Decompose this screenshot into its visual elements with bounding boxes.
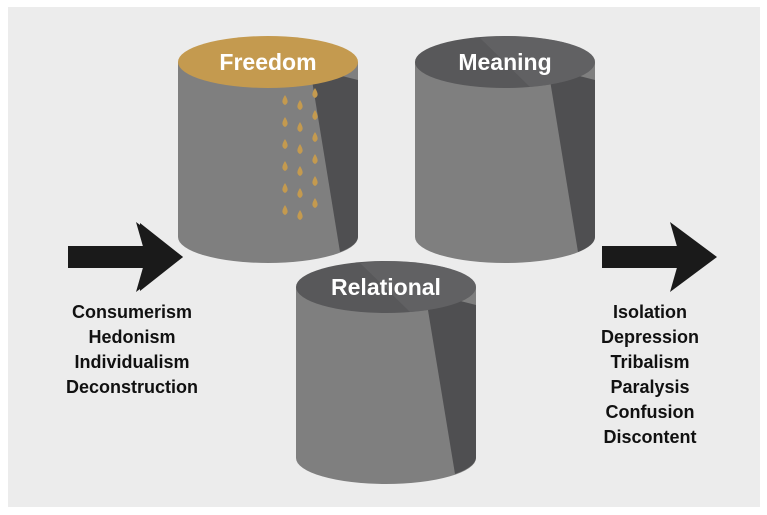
cause-item: Hedonism [88, 327, 176, 347]
cause-item: Consumerism [71, 302, 193, 322]
effect-item: Paralysis [610, 377, 690, 397]
cause-item: Individualism [74, 352, 190, 372]
barrel-label: Relational [331, 274, 441, 300]
effect-item: Confusion [605, 402, 695, 422]
water-drop-icon [312, 88, 318, 98]
water-drop-icon [297, 210, 303, 220]
barrel-label: Freedom [219, 49, 316, 75]
barrel-label: Meaning [458, 49, 551, 75]
effects-list: Isolation Depression Tribalism Paralysis… [580, 300, 720, 450]
effect-item: Depression [600, 327, 700, 347]
cause-item: Deconstruction [65, 377, 198, 397]
effect-item: Discontent [603, 427, 697, 447]
water-drop-icon [312, 110, 318, 120]
barrel-relational: Relational [296, 261, 476, 484]
freedom-barrel-top [178, 36, 358, 88]
water-drop-icon [297, 188, 303, 198]
causes-list: Consumerism Hedonism Individualism Decon… [44, 300, 220, 400]
water-drop-icon [312, 132, 318, 142]
water-drop-icon [297, 166, 303, 176]
right-arrow-icon [68, 222, 183, 292]
water-drop-icon [312, 198, 318, 208]
water-drop-icon [282, 117, 288, 127]
right-arrow-icon [602, 222, 717, 292]
water-drop-icon [282, 139, 288, 149]
water-drop-icon [282, 95, 288, 105]
water-drop-icon [297, 122, 303, 132]
effect-item: Tribalism [610, 352, 690, 372]
water-drop-icon [312, 154, 318, 164]
water-drop-icon [282, 161, 288, 171]
water-drop-icon [297, 100, 303, 110]
water-drop-icon [312, 176, 318, 186]
water-drop-icon [297, 144, 303, 154]
water-drop-icon [282, 183, 288, 193]
water-drop-icon [282, 205, 288, 215]
barrel-freedom: Freedom [178, 36, 358, 263]
water-drop-icon [282, 88, 318, 220]
effect-item: Isolation [612, 302, 687, 322]
barrel-meaning: Meaning [415, 36, 595, 263]
